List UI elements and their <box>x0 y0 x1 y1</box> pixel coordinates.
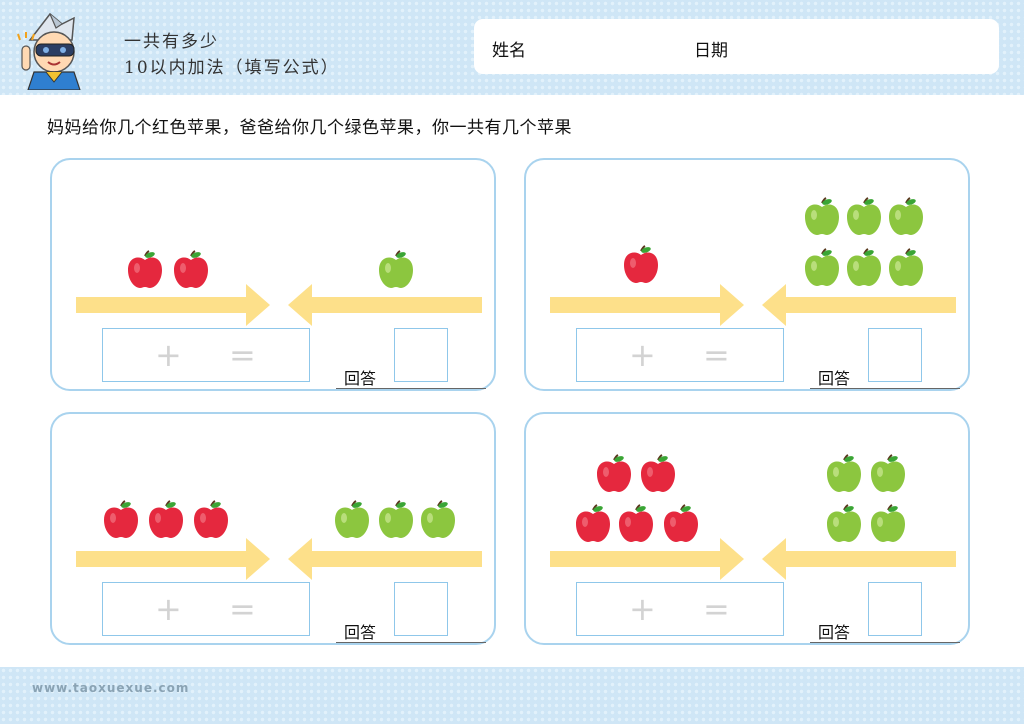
date-label: 日期 <box>694 41 728 61</box>
green-apple-icon <box>886 197 926 237</box>
problem-panel-2: +=回答 <box>524 158 970 391</box>
equation-input-box[interactable]: += <box>102 582 310 636</box>
red-apple-icon <box>191 500 231 540</box>
red-apple-icon <box>616 504 656 544</box>
red-apple-icon <box>638 454 678 494</box>
green-apple-icon <box>376 250 416 290</box>
equation-input-box[interactable]: += <box>102 328 310 382</box>
red-apple-icon <box>573 504 613 544</box>
green-apple-icon <box>418 500 458 540</box>
name-date-box: 姓名 日期 <box>474 19 999 74</box>
equals-sign: = <box>703 336 730 374</box>
answer-underline <box>810 388 960 389</box>
answer-label: 回答 <box>818 369 851 388</box>
equals-sign: = <box>703 590 730 628</box>
red-apple-icon <box>594 454 634 494</box>
page-title: 一共有多少 <box>124 32 219 52</box>
green-apple-icon <box>824 504 864 544</box>
green-apple-icon <box>802 197 842 237</box>
green-apple-icon <box>844 248 884 288</box>
instruction-text: 妈妈给你几个红色苹果，爸爸给你几个绿色苹果，你一共有几个苹果 <box>47 118 572 138</box>
page-subtitle: 10以内加法（填写公式） <box>124 58 340 78</box>
footer-bar: www.taoxuexue.com <box>0 667 1024 724</box>
green-apple-icon <box>886 248 926 288</box>
answer-underline <box>336 642 486 643</box>
left-arrow-icon <box>288 284 482 326</box>
right-arrow-icon <box>76 538 270 580</box>
answer-underline <box>810 642 960 643</box>
answer-input-box[interactable] <box>394 328 448 382</box>
green-apple-icon <box>844 197 884 237</box>
equation-input-box[interactable]: += <box>576 328 784 382</box>
website-text: www.taoxuexue.com <box>32 681 190 695</box>
red-apple-icon <box>146 500 186 540</box>
left-arrow-icon <box>762 284 956 326</box>
red-apple-icon <box>661 504 701 544</box>
plus-sign: + <box>155 336 182 374</box>
right-arrow-icon <box>76 284 270 326</box>
arrows-group <box>76 538 482 580</box>
right-arrow-icon <box>550 284 744 326</box>
left-arrow-icon <box>288 538 482 580</box>
arrows-group <box>550 284 956 326</box>
arrows-group <box>550 538 956 580</box>
red-apple-icon <box>101 500 141 540</box>
problem-panel-3: +=回答 <box>50 412 496 645</box>
green-apple-icon <box>824 454 864 494</box>
red-apple-icon <box>621 245 661 285</box>
equals-sign: = <box>229 336 256 374</box>
problem-panel-4: +=回答 <box>524 412 970 645</box>
answer-label: 回答 <box>818 623 851 642</box>
answer-input-box[interactable] <box>868 328 922 382</box>
green-apple-icon <box>868 504 908 544</box>
left-arrow-icon <box>762 538 956 580</box>
right-arrow-icon <box>550 538 744 580</box>
answer-input-box[interactable] <box>394 582 448 636</box>
answer-label: 回答 <box>344 623 377 642</box>
plus-sign: + <box>629 590 656 628</box>
arrows-group <box>76 284 482 326</box>
green-apple-icon <box>802 248 842 288</box>
green-apple-icon <box>376 500 416 540</box>
plus-sign: + <box>155 590 182 628</box>
green-apple-icon <box>332 500 372 540</box>
equals-sign: = <box>229 590 256 628</box>
equation-input-box[interactable]: += <box>576 582 784 636</box>
plus-sign: + <box>629 336 656 374</box>
red-apple-icon <box>125 250 165 290</box>
red-apple-icon <box>171 250 211 290</box>
answer-input-box[interactable] <box>868 582 922 636</box>
answer-label: 回答 <box>344 369 377 388</box>
problem-panel-1: +=回答 <box>50 158 496 391</box>
mascot-icon <box>17 12 81 90</box>
header-bar: 一共有多少 10以内加法（填写公式） 姓名 日期 <box>0 0 1024 95</box>
green-apple-icon <box>868 454 908 494</box>
name-label: 姓名 <box>492 41 526 61</box>
answer-underline <box>336 388 486 389</box>
